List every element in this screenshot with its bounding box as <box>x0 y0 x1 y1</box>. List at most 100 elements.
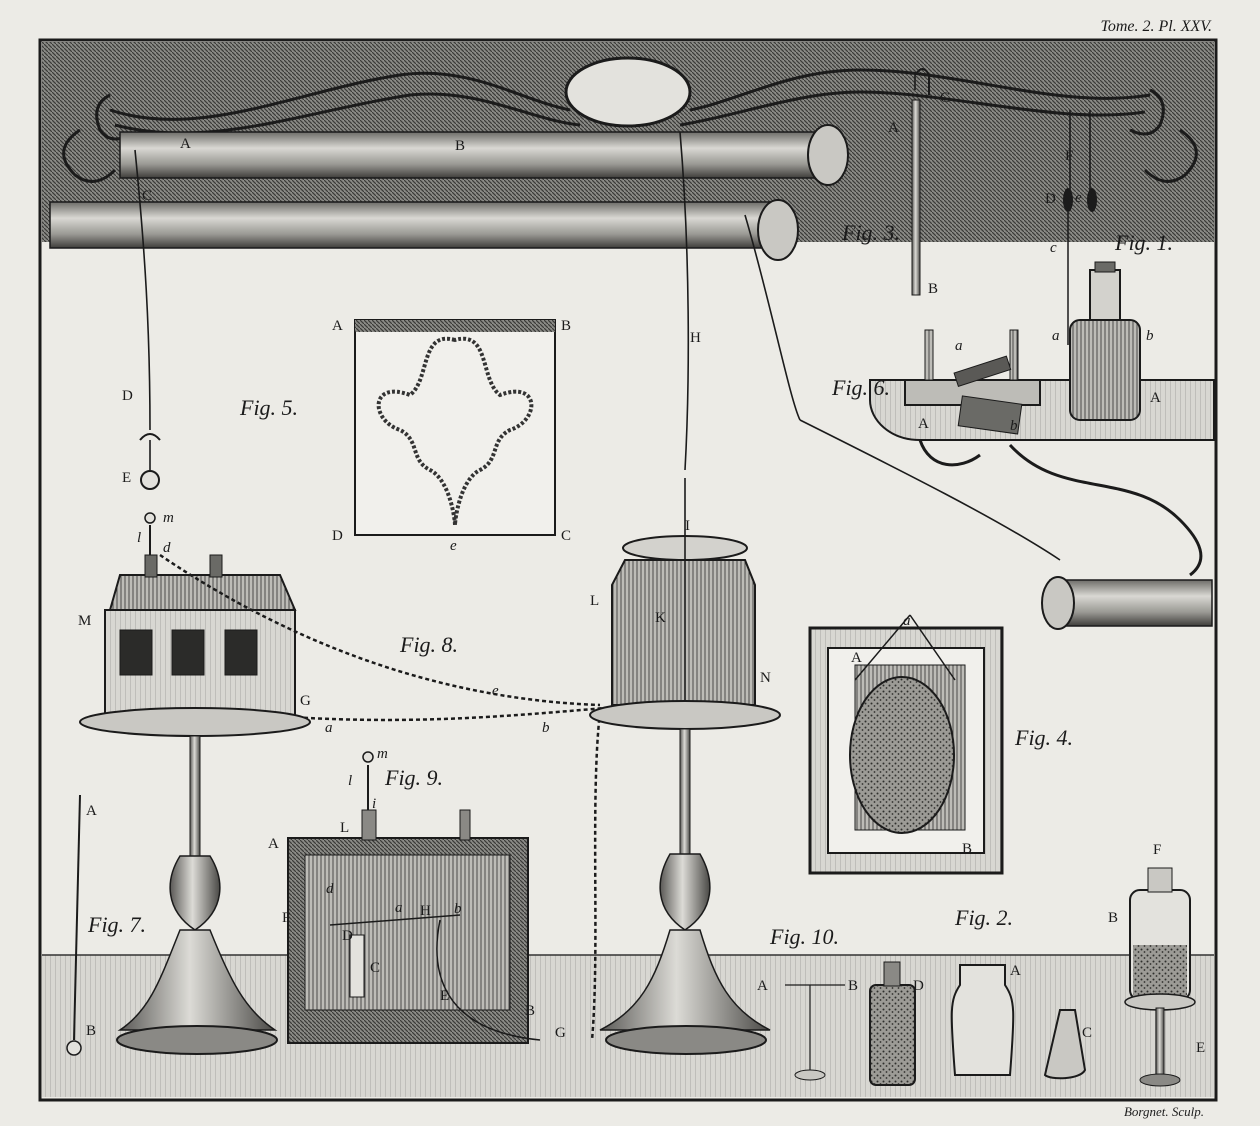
label: b <box>1010 418 1018 434</box>
fig1-table <box>869 379 1215 577</box>
label: B <box>848 978 858 994</box>
side-conductor <box>1041 576 1213 630</box>
label: l <box>348 773 352 789</box>
label: B <box>928 281 938 297</box>
label: b <box>454 901 462 917</box>
label: C <box>370 960 380 976</box>
label: C <box>561 528 571 544</box>
fig5-title: Fig. 5. <box>239 395 298 420</box>
label: C <box>1082 1025 1092 1041</box>
label: e <box>1075 190 1082 206</box>
central-medallion <box>564 56 692 128</box>
label: A <box>888 120 899 136</box>
label: D <box>122 388 133 404</box>
fig6-apparatus <box>904 329 1041 435</box>
engraver-signature: Borgnet. Sculp. <box>1123 1104 1204 1119</box>
label: m <box>163 510 174 526</box>
label: B <box>561 318 571 334</box>
label: B <box>525 1003 535 1019</box>
fig8-title: Fig. 8. <box>399 632 458 657</box>
fig4-frame <box>808 614 1004 875</box>
fig1-jar <box>1063 188 1141 421</box>
fig6-title: Fig. 6. <box>831 375 890 400</box>
label: E <box>440 988 449 1004</box>
prime-conductor-upper <box>119 124 849 186</box>
fig8-jar <box>611 478 756 706</box>
label: A <box>332 318 343 334</box>
fig4-title: Fig. 4. <box>1014 725 1073 750</box>
label: H <box>690 330 701 346</box>
label: D <box>1045 191 1056 207</box>
plate-frame <box>38 38 1218 1102</box>
label: c <box>1050 240 1057 256</box>
fig5-panel <box>354 319 556 536</box>
label: B <box>962 841 972 857</box>
label: L <box>340 820 349 836</box>
label: G <box>300 693 311 709</box>
label: b <box>542 720 550 736</box>
label: I <box>685 518 690 534</box>
label: M <box>78 613 91 629</box>
label: A <box>851 650 862 666</box>
label: N <box>760 670 771 686</box>
label: G <box>555 1025 566 1041</box>
fig3-title: Fig. 3. <box>841 220 900 245</box>
label: L <box>590 593 599 609</box>
fig9-box <box>287 751 541 1044</box>
chains <box>159 553 606 1041</box>
label: F <box>1153 842 1161 858</box>
label: b <box>1146 328 1154 344</box>
label: a <box>1052 328 1060 344</box>
label: d <box>163 540 171 556</box>
fig10-device <box>785 984 845 1081</box>
label: E <box>1196 1040 1205 1056</box>
label: l <box>137 530 141 546</box>
label: F <box>1065 148 1073 164</box>
fig8-house <box>104 512 297 721</box>
label: F <box>282 910 290 926</box>
label: i <box>372 796 376 812</box>
prime-conductor-lower <box>49 199 799 261</box>
label: a <box>395 900 403 916</box>
plate-reference: Tome. 2. Pl. XXV. <box>1100 18 1212 35</box>
left-stand <box>79 707 311 1055</box>
hanging-ball <box>139 433 161 490</box>
label: A <box>86 803 97 819</box>
fig2-bottles <box>869 867 1196 1087</box>
label: C <box>940 90 950 106</box>
label: A <box>918 416 929 432</box>
right-stand <box>589 700 781 1055</box>
label: E <box>122 470 131 486</box>
fig10-title: Fig. 10. <box>769 924 839 949</box>
letter-labels: A B C A C B F D e c a b A a A b A B D e … <box>78 90 1205 1056</box>
fig3-rod <box>911 68 930 296</box>
fig7-rod <box>66 794 82 1056</box>
label: A <box>757 978 768 994</box>
label: B <box>86 1023 96 1039</box>
label: d <box>326 881 334 897</box>
fig9-title: Fig. 9. <box>384 765 443 790</box>
label: e <box>450 538 457 554</box>
label: A <box>1010 963 1021 979</box>
label: A <box>1150 390 1161 406</box>
label: a <box>325 720 333 736</box>
suspension-wires <box>134 75 1091 561</box>
label: a <box>903 613 911 629</box>
label: a <box>955 338 963 354</box>
label: e <box>492 683 499 699</box>
label: K <box>655 610 666 626</box>
fig1-title: Fig. 1. <box>1114 230 1173 255</box>
fig2-title: Fig. 2. <box>954 905 1013 930</box>
label: D <box>913 978 924 994</box>
label: m <box>377 746 388 762</box>
label: H <box>420 903 431 919</box>
label: D <box>342 928 353 944</box>
label: A <box>180 136 191 152</box>
label: D <box>332 528 343 544</box>
label: C <box>142 188 152 204</box>
fig7-title: Fig. 7. <box>87 912 146 937</box>
label: B <box>1108 910 1118 926</box>
label: A <box>268 836 279 852</box>
label: B <box>455 138 465 154</box>
